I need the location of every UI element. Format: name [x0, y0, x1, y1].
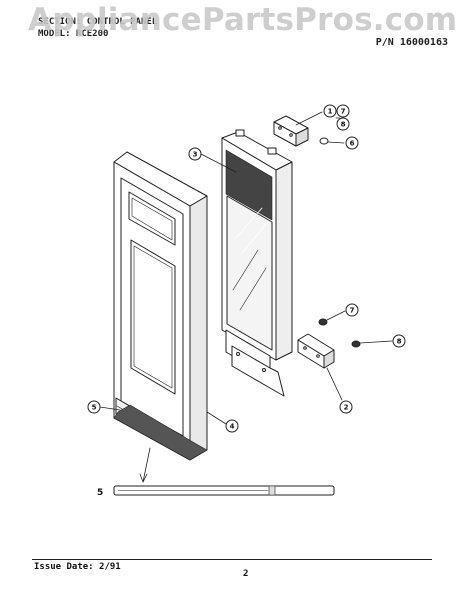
svg-text:7: 7: [350, 307, 355, 315]
svg-text:7: 7: [341, 108, 346, 116]
section-label: SECTION: CONTROL PANEL: [38, 17, 158, 27]
callout-7-lower: 7: [345, 303, 359, 317]
callout-6: 6: [345, 136, 359, 150]
part-number: P/N 16000163: [375, 37, 448, 48]
trim-strip: [113, 485, 335, 496]
screw-6: [319, 137, 345, 145]
callout-5: 5: [87, 400, 101, 414]
svg-text:6: 6: [350, 140, 355, 148]
callout-8-top: 8: [336, 117, 350, 131]
model-label: MODEL: RCE200: [38, 29, 109, 39]
screw-7-lower: [318, 310, 346, 326]
svg-text:3: 3: [193, 151, 198, 159]
lower-bracket: [297, 333, 335, 369]
glass-panel: [221, 129, 293, 397]
callout-8-lower: 8: [392, 334, 406, 348]
control-panel-frame: [113, 151, 208, 461]
trim-strip-label: 5: [97, 488, 103, 498]
callout-3: 3: [188, 147, 202, 161]
page-number: 2: [243, 569, 249, 579]
callout-1: 1: [323, 104, 337, 118]
issue-date: Issue Date: 2/91: [34, 562, 121, 572]
svg-text:1: 1: [328, 108, 333, 116]
screw-8-lower: [351, 340, 393, 348]
svg-text:5: 5: [92, 404, 97, 412]
callout-2: 2: [339, 400, 353, 414]
svg-text:8: 8: [341, 121, 346, 129]
svg-text:2: 2: [344, 404, 349, 412]
leader-lines: [99, 111, 343, 483]
svg-text:4: 4: [230, 423, 235, 431]
footer-rule: [32, 559, 432, 560]
upper-bracket: [273, 115, 309, 147]
watermark: AppliancePartsPros.com: [28, 2, 458, 38]
callout-7-top: 7: [336, 104, 350, 118]
svg-text:8: 8: [397, 338, 402, 346]
callout-4: 4: [225, 419, 239, 433]
